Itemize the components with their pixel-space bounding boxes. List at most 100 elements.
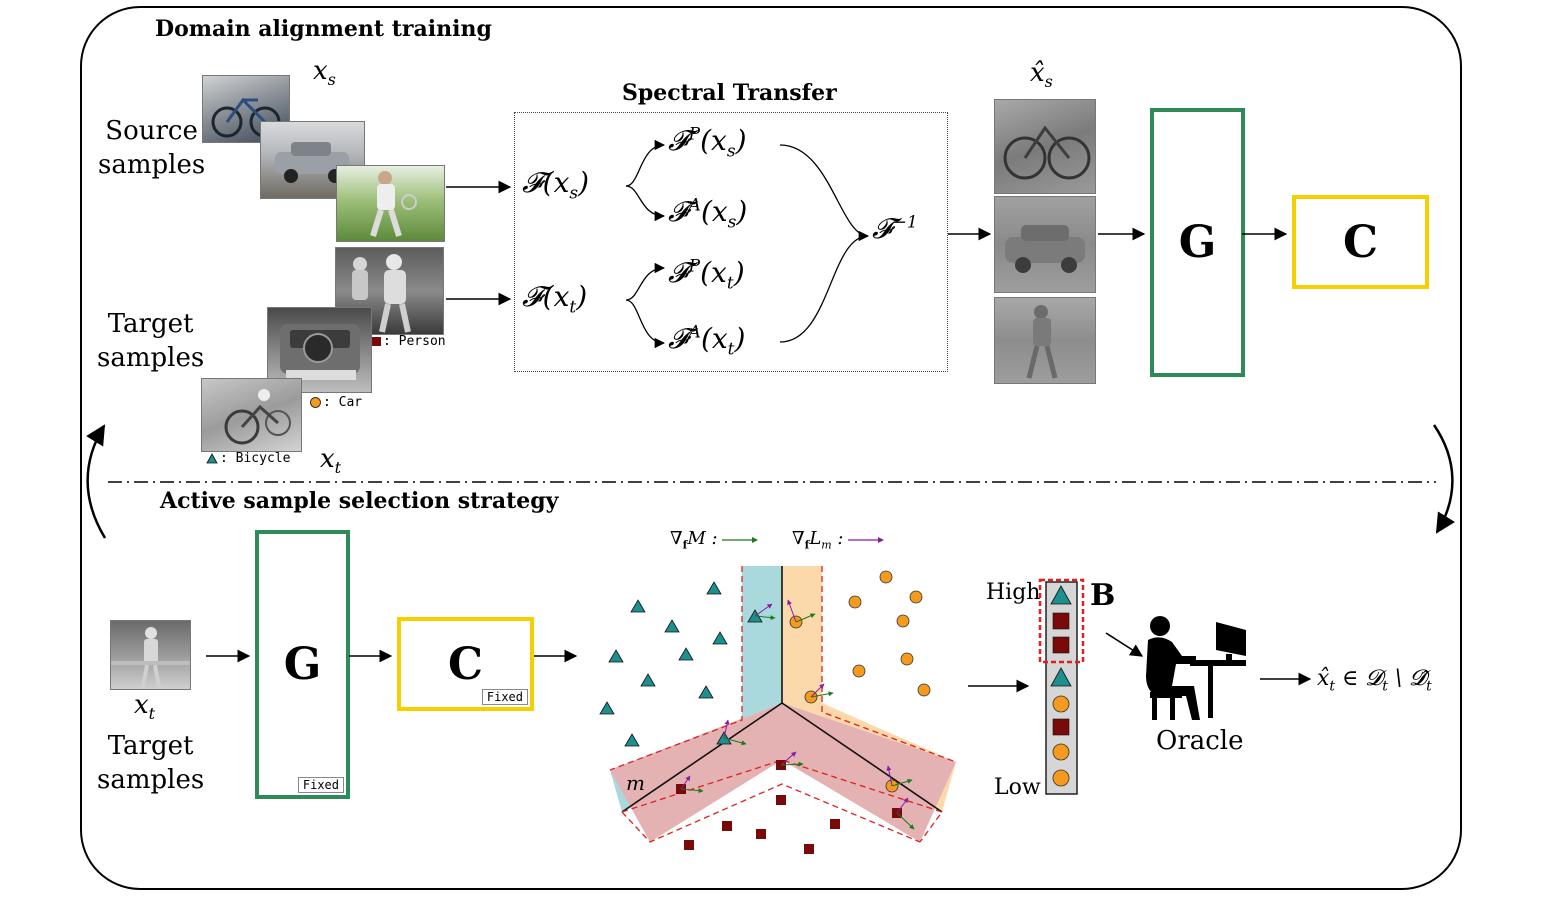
margin-edge-bottom <box>621 759 944 843</box>
branch-xs-phase <box>625 139 666 187</box>
orange-circles <box>789 570 931 793</box>
gradient-arrows <box>680 599 915 830</box>
triangle-point <box>599 701 615 715</box>
low-label: Low <box>994 775 1041 800</box>
phase-xt: 𝓕P(xt) <box>668 256 745 294</box>
spectral-transfer-title: Spectral Transfer <box>622 80 837 106</box>
rank-item-triangle <box>1050 667 1072 687</box>
cycle-arrow-left <box>86 424 107 539</box>
grad-M-legend: ∇fM : <box>670 528 758 552</box>
branch-xt-phase <box>625 262 666 301</box>
triangle-point <box>630 599 646 613</box>
source-photo-bicycle <box>202 75 290 143</box>
boundary-left <box>621 702 783 813</box>
boundary-right <box>781 702 943 813</box>
oracle-person-icon <box>1146 616 1200 720</box>
xs-hat-label: x̂s <box>1030 58 1053 92</box>
fixed-badge-generator: Fixed <box>297 777 344 793</box>
legend-person: : Person <box>372 334 446 349</box>
square-point <box>684 840 694 850</box>
outer-frame <box>80 6 1462 890</box>
circle-point <box>852 664 866 678</box>
high-label: High <box>986 580 1041 605</box>
triangle-point <box>706 581 722 595</box>
circle-point <box>896 614 910 628</box>
bottom-target-photo <box>110 620 191 690</box>
triangle-point <box>712 631 728 645</box>
square-point <box>804 844 814 854</box>
fourier-xs: 𝓕(xs) <box>522 166 590 204</box>
result-label: x̂t ∈ 𝓓t \ 𝓓̂t <box>1317 666 1432 695</box>
phase-xs: 𝓕P(xs) <box>668 124 747 162</box>
triangle-point <box>608 649 624 663</box>
generator-block-top: G <box>1150 108 1245 377</box>
branch-xs-amp <box>625 185 666 222</box>
triangle-point <box>678 647 694 661</box>
recon-photo-car <box>994 196 1096 293</box>
bottom-xt-label: xt <box>134 690 156 724</box>
inverse-fourier: 𝓕−1 <box>872 212 918 245</box>
domain-alignment-title: Domain alignment training <box>155 16 492 42</box>
rank-item-square <box>1052 636 1070 654</box>
purple-arrow-icon <box>847 536 884 543</box>
circle-point <box>848 595 862 609</box>
triangle-point <box>640 673 656 687</box>
rank-item-square <box>1052 612 1070 630</box>
circle-point <box>879 570 893 584</box>
region-teal-cap <box>742 566 782 703</box>
batch-label: B <box>1090 578 1116 613</box>
legend-car-label: : Car <box>323 395 363 410</box>
branch-xt-amp <box>625 299 666 349</box>
amp-xs: 𝓕A(xs) <box>668 195 748 233</box>
square-point <box>776 795 786 805</box>
fourier-xt: 𝓕(xt) <box>522 280 588 318</box>
legend-bicycle-label: : Bicycle <box>220 451 291 466</box>
margin-label: m <box>626 771 645 795</box>
generator-block-bottom: G Fixed <box>255 530 350 799</box>
circle-point <box>917 683 931 697</box>
grad-Lm-label: ∇fLm : <box>792 528 844 552</box>
margin-edge-right <box>821 566 957 763</box>
legend-person-label: : Person <box>383 334 446 349</box>
generator-label-bottom: G <box>283 639 322 690</box>
fixed-badge-classifier: Fixed <box>481 689 528 705</box>
recon-photo-bicycle <box>994 99 1096 194</box>
square-point <box>756 829 766 839</box>
grad-Lm-legend: ∇fLm : <box>792 528 884 552</box>
merge-amp-xt <box>779 235 869 343</box>
legend-bicycle: : Bicycle <box>206 451 290 466</box>
triangle-point <box>698 685 714 699</box>
cycle-arrow-right <box>1432 424 1455 534</box>
region-orange-cap <box>782 566 822 703</box>
triangle-point <box>664 619 680 633</box>
circle-point <box>900 652 914 666</box>
rank-item-triangle <box>1050 585 1072 605</box>
circle-marker-icon <box>310 397 321 408</box>
target-photo-person <box>335 247 444 335</box>
batch-highlight <box>1038 578 1085 664</box>
target-photo-bicycle <box>201 378 302 452</box>
arrow-batch-to-oracle <box>1105 632 1144 657</box>
square-point <box>830 819 840 829</box>
grad-M-label: ∇fM : <box>670 528 718 552</box>
green-arrow-icon <box>721 536 758 543</box>
rank-item-circle <box>1052 769 1070 787</box>
margin-edge-bottom-left <box>621 783 921 843</box>
triangle-marker-icon <box>206 453 218 464</box>
square-point <box>722 821 732 831</box>
classifier-block-bottom: C Fixed <box>397 617 534 711</box>
source-xs-label: xs <box>313 56 336 90</box>
classifier-block-top: C <box>1292 195 1429 289</box>
rank-item-square <box>1052 718 1070 736</box>
margin-edge-left <box>609 566 743 771</box>
circle-point <box>909 590 923 604</box>
region-maroon <box>610 703 956 842</box>
target-xt-label-top: xt <box>320 444 342 478</box>
spectral-transfer-box <box>514 112 948 372</box>
triangle-point <box>624 733 640 747</box>
square-marker-icon <box>372 337 381 346</box>
